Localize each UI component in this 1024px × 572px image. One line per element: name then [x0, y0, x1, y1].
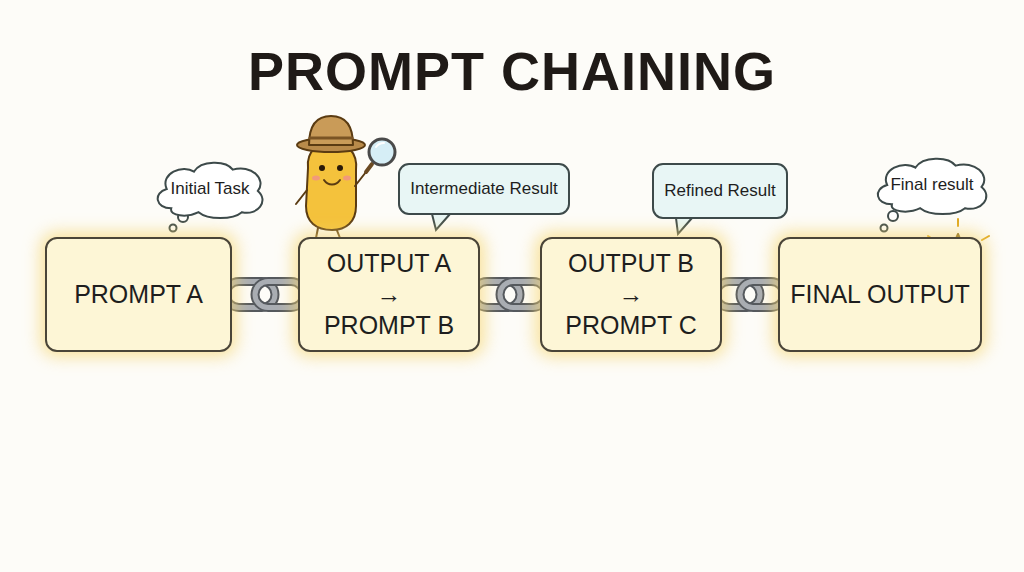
thought-dot	[888, 211, 898, 221]
bubble-text: Initial Task	[170, 179, 249, 199]
speech-bubble: Intermediate Result	[398, 163, 570, 215]
speech-tail	[432, 214, 450, 230]
box-label: →	[619, 279, 644, 310]
thought-dot	[881, 225, 888, 232]
diagram-title: PROMPT CHAINING	[0, 40, 1024, 102]
chain-connector	[226, 282, 304, 308]
box-label: FINAL OUTPUT	[790, 279, 970, 310]
bubble-text: Refined Result	[664, 181, 776, 201]
box-label: →	[377, 279, 402, 310]
process-box: FINAL OUTPUT	[778, 237, 982, 352]
thought-cloud: Final result	[873, 156, 991, 214]
box-label: OUTPUT B	[568, 248, 694, 279]
chain-connector	[474, 282, 546, 308]
bubble-text: Intermediate Result	[410, 179, 557, 199]
process-box: OUTPUT B→PROMPT C	[540, 237, 722, 352]
speech-tail	[676, 218, 692, 234]
explorer-character	[296, 116, 395, 238]
speech-bubble: Refined Result	[652, 163, 788, 219]
box-label: PROMPT B	[324, 310, 454, 341]
thought-cloud: Initial Task	[153, 160, 267, 218]
box-label: OUTPUT A	[327, 248, 452, 279]
thought-dot	[170, 225, 177, 232]
chain-connector	[716, 282, 784, 308]
process-box: OUTPUT A→PROMPT B	[298, 237, 480, 352]
box-label: PROMPT C	[565, 310, 697, 341]
bubble-text: Final result	[890, 175, 973, 195]
box-label: PROMPT A	[74, 279, 203, 310]
process-box: PROMPT A	[45, 237, 232, 352]
